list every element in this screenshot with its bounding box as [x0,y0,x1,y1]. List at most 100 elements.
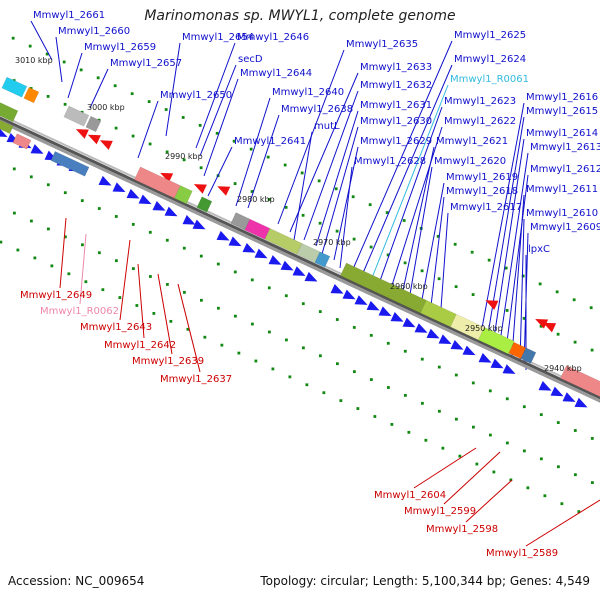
reverse-gene-arrow [485,300,499,310]
gene-label-mmwyl1-2644[interactable]: Mmwyl1_2644 [240,68,312,79]
tick-dot [63,191,67,195]
tick-dot [555,290,559,294]
gene-label-mmwyl1-r0061[interactable]: Mmwyl1_R0061 [450,74,529,85]
tick-dot [84,280,88,284]
gene-label-mmwyl1-2632[interactable]: Mmwyl1_2632 [360,80,432,91]
gene-label-mmwyl1-2631[interactable]: Mmwyl1_2631 [360,100,432,111]
gene-label-secd[interactable]: secD [238,54,263,65]
gene-label-mmwyl1-2620[interactable]: Mmwyl1_2620 [434,156,506,167]
gene-label-mmwyl1-2621[interactable]: Mmwyl1_2621 [436,136,508,147]
cog-block [0,119,14,134]
gene-label-mmwyl1-2622[interactable]: Mmwyl1_2622 [444,116,516,127]
gene-label-mmwyl1-2654[interactable]: Mmwyl1_2654 [182,32,254,43]
tick-dot [522,405,526,409]
gene-label-mmwyl1-2629[interactable]: Mmwyl1_2629 [360,136,432,147]
gene-label-mmwyl1-2660[interactable]: Mmwyl1_2660 [58,26,130,37]
gene-label-mmwyl1-2659[interactable]: Mmwyl1_2659 [84,42,156,53]
connector [465,479,513,523]
tick-dot [505,397,509,401]
gene-label-mmwyl1-2635[interactable]: Mmwyl1_2635 [346,39,418,50]
reverse-gene-arrow [99,140,113,150]
tick-dot [424,438,428,442]
tick-dot [233,314,237,318]
tick-dot [220,343,224,347]
gene-label-mmwyl1-2650[interactable]: Mmwyl1_2650 [160,90,232,101]
cog-block [85,115,102,133]
gene-label-mmwyl1-2613[interactable]: Mmwyl1_2613 [530,142,600,153]
cog-block [314,251,331,268]
gene-label-mmwyl1-2639[interactable]: Mmwyl1_2639 [132,356,204,367]
tick-dot [437,277,441,281]
tick-dot [288,375,292,379]
gene-label-mmwyl1-2616[interactable]: Mmwyl1_2616 [526,92,598,103]
scale-label-2950-kbp: 2950 kbp [465,324,503,333]
gene-label-mmwyl1-2642[interactable]: Mmwyl1_2642 [104,340,176,351]
tick-dot [46,227,50,231]
connector [321,126,359,255]
connector [499,152,529,343]
tick-dot [11,36,15,40]
gene-label-mmwyl1-2637[interactable]: Mmwyl1_2637 [160,374,232,385]
tick-dot [386,386,390,389]
gene-label-lpxc[interactable]: lpxC [528,244,550,255]
forward-gene-arrow [354,295,368,305]
cog-block [23,87,40,104]
tick-dot [522,449,526,453]
tick-dot [182,246,186,250]
gene-label-mmwyl1-2612[interactable]: Mmwyl1_2612 [530,164,600,175]
gene-label-mmwyl1-2617[interactable]: Mmwyl1_2617 [450,202,522,213]
connector [419,182,445,311]
gene-label-mmwyl1-2618[interactable]: Mmwyl1_2618 [446,186,518,197]
connector [289,72,359,233]
connector [30,20,53,61]
reverse-gene-arrow [87,134,101,145]
gene-label-mmwyl1-2615[interactable]: Mmwyl1_2615 [526,106,598,117]
gene-label-mmwyl1-2614[interactable]: Mmwyl1_2614 [526,128,598,139]
connector [399,146,435,305]
gene-label-mmwyl1-2624[interactable]: Mmwyl1_2624 [454,54,526,65]
tick-dot [46,183,50,187]
connector [359,64,453,281]
gene-label-mmwyl1-2628[interactable]: Mmwyl1_2628 [354,156,426,167]
gene-label-mmwyl1-2619[interactable]: Mmwyl1_2619 [446,172,518,183]
cog-block [560,365,600,397]
connector [443,451,501,505]
connector [505,174,529,351]
forward-gene-arrow [330,284,344,294]
gene-label-mmwyl1-2641[interactable]: Mmwyl1_2641 [234,136,306,147]
gene-label-mmwyl1-2610[interactable]: Mmwyl1_2610 [526,208,598,219]
connector [195,42,236,149]
gene-label-mmwyl1-2609[interactable]: Mmwyl1_2609 [530,222,600,233]
gene-label-mmwyl1-2646[interactable]: Mmwyl1_2646 [237,32,309,43]
tick-dot [386,341,390,345]
gene-label-mmwyl1-2589[interactable]: Mmwyl1_2589 [486,548,558,559]
gene-label-mmwyl1-2599[interactable]: Mmwyl1_2599 [404,506,476,517]
gene-label-mutl[interactable]: mutL [314,121,340,132]
gene-label-mmwyl1-2661[interactable]: Mmwyl1_2661 [33,10,105,21]
gene-label-mmwyl1-2640[interactable]: Mmwyl1_2640 [272,87,344,98]
gene-label-mmwyl1-2604[interactable]: Mmwyl1_2604 [374,490,446,501]
gene-label-mmwyl1-2598[interactable]: Mmwyl1_2598 [426,524,498,535]
cog-block [12,133,32,150]
gene-label-mmwyl1-2638[interactable]: Mmwyl1_2638 [281,104,353,115]
tick-dot [335,362,339,366]
gene-label-mmwyl1-2611[interactable]: Mmwyl1_2611 [526,184,598,195]
forward-gene-arrow [366,300,380,311]
tick-dot [420,269,424,273]
gene-label-mmwyl1-2630[interactable]: Mmwyl1_2630 [360,116,432,127]
tick-dot [267,198,271,201]
gene-label-mmwyl1-2633[interactable]: Mmwyl1_2633 [360,62,432,73]
gene-label-mmwyl1-2643[interactable]: Mmwyl1_2643 [80,322,152,333]
gene-label-mmwyl1-2623[interactable]: Mmwyl1_2623 [444,96,516,107]
gene-label-mmwyl1-2649[interactable]: Mmwyl1_2649 [20,290,92,301]
forward-gene-arrow [228,236,242,247]
gene-label-mmwyl1-2657[interactable]: Mmwyl1_2657 [110,58,182,69]
connector [339,166,353,269]
connector [493,138,525,339]
tick-dot [521,274,525,278]
gene-label-mmwyl1-r0062[interactable]: Mmwyl1_R0062 [40,306,119,317]
gene-label-mmwyl1-2625[interactable]: Mmwyl1_2625 [454,30,526,41]
tick-dot [131,267,135,270]
map-title: Marinomonas sp. MWYL1, complete genome [144,8,456,24]
forward-gene-arrow [242,242,256,253]
